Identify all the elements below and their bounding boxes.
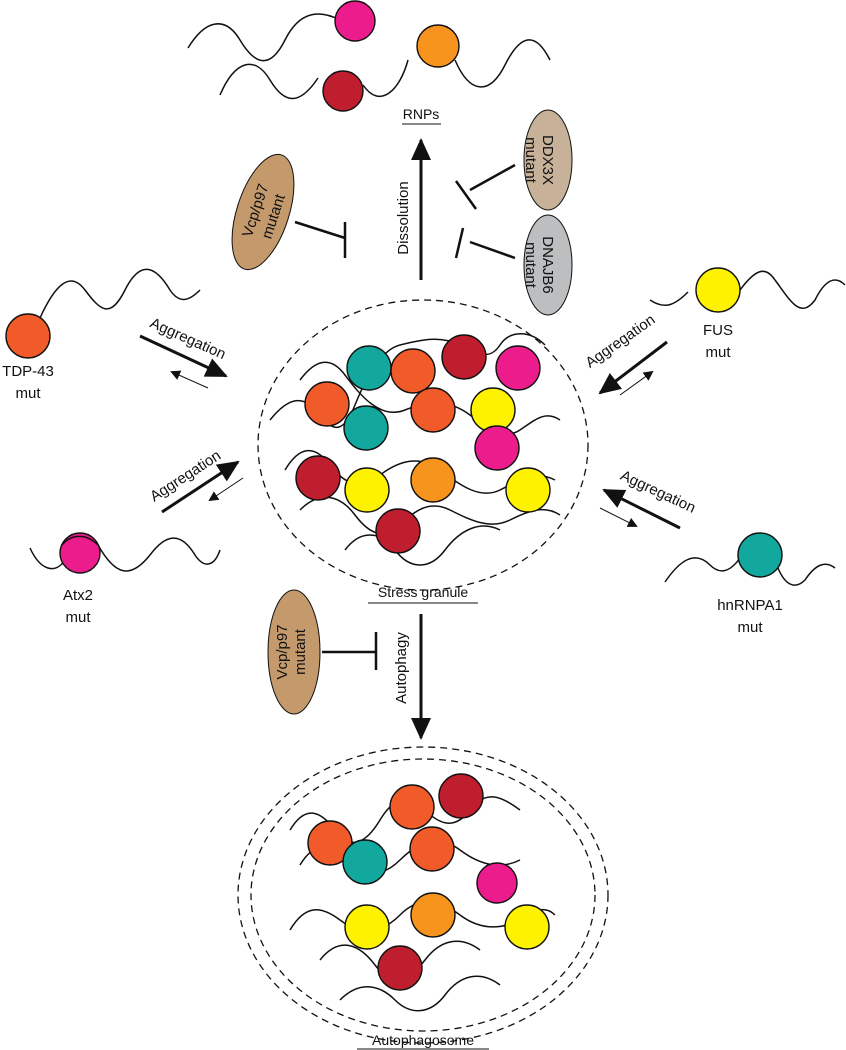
- atx2-mut-label: mut: [65, 609, 91, 626]
- hnrnpa1-bead: [737, 532, 783, 578]
- ddx3x-line2: mutant: [522, 137, 539, 184]
- sg-bead: [390, 348, 436, 394]
- tdp43-mutant: TDP-43 mut Aggregation: [2, 268, 228, 402]
- ap-bead: [476, 862, 518, 904]
- stress-granule-label: Stress granule: [378, 584, 468, 600]
- fus-reverse-arrow: [619, 370, 654, 396]
- ap-bead: [504, 904, 550, 950]
- sg-bead: [470, 387, 516, 433]
- sg-bead: [375, 508, 421, 554]
- rnp-magenta-bead: [334, 0, 376, 42]
- dnajb6-inhibitor: [454, 227, 516, 260]
- vcp-ellipse-top: [231, 153, 295, 271]
- dissolution-pathway: Dissolution: [395, 138, 431, 280]
- dnajb6-line2: mutant: [522, 242, 539, 289]
- tdp43-reverse-arrow: [170, 370, 209, 389]
- ap-bead: [342, 839, 388, 885]
- fus-mutant: FUS mut Aggregation: [582, 267, 846, 396]
- ap-bead: [344, 904, 390, 950]
- atx2-label: Atx2: [63, 587, 93, 604]
- autophagosome: Autophagosome: [237, 746, 609, 1050]
- sg-bead: [346, 345, 392, 391]
- sg-bead: [474, 425, 520, 471]
- dnajb6-ellipse: [523, 214, 573, 316]
- atx2-bead: [59, 532, 101, 574]
- tdp43-label: TDP-43: [2, 363, 54, 380]
- vcp-mutant-top: Vcp/p97 mutant: [231, 153, 347, 271]
- vcp-bottom-line2: mutant: [292, 628, 309, 675]
- autophagosome-label: Autophagosome: [372, 1032, 474, 1048]
- fus-aggregation-arrow: [598, 340, 668, 395]
- ddx3x-inhibitor: [454, 163, 516, 210]
- atx2-aggregation-arrow: [161, 460, 240, 514]
- autophagosome-outer-membrane: [237, 746, 609, 1044]
- vcp-bottom-inhibitor: [322, 632, 378, 670]
- autophagosome-inner-membrane: [250, 758, 596, 1032]
- ddx3x-ellipse: [523, 109, 573, 211]
- sg-bead: [343, 405, 389, 451]
- atx2-mutant: Atx2 mut Aggregation: [29, 447, 244, 626]
- ap-bead: [377, 945, 423, 991]
- ddx3x-line1: DDX3X: [539, 135, 556, 185]
- hnrnpa1-aggregation-label: Aggregation: [618, 467, 699, 517]
- tdp43-mut-label: mut: [15, 385, 41, 402]
- sg-bead: [495, 345, 541, 391]
- rnp-orange-bead: [416, 24, 460, 68]
- fus-label: FUS: [703, 322, 733, 339]
- hnrnpa1-mut-label: mut: [737, 619, 763, 636]
- dnajb6-line1: DNAJB6: [539, 236, 556, 294]
- tdp43-bead: [5, 313, 51, 359]
- vcp-mutant-bottom: Vcp/p97 mutant: [267, 589, 378, 715]
- sg-bead: [410, 387, 456, 433]
- fus-bead: [695, 267, 741, 313]
- autophagy-label: Autophagy: [393, 632, 410, 704]
- vcp-bottom-line1: Vcp/p97: [274, 624, 291, 679]
- ap-bead: [389, 784, 435, 830]
- autophagy-pathway: Autophagy: [393, 614, 431, 740]
- fus-mut-label: mut: [705, 344, 731, 361]
- hnrnpa1-aggregation-arrow: [602, 488, 681, 530]
- dissolution-label: Dissolution: [395, 181, 412, 254]
- sg-bead: [304, 381, 350, 427]
- sg-bead: [410, 457, 456, 503]
- rnps-label: RNPs: [403, 106, 440, 122]
- vcp-top-inhibitor: [294, 220, 347, 258]
- hnrnpa1-label: hnRNPA1: [717, 597, 783, 614]
- ap-bead: [410, 892, 456, 938]
- sg-bead: [344, 467, 390, 513]
- rnp-crimson-bead: [322, 70, 364, 112]
- stress-granule: Stress granule: [257, 299, 589, 604]
- ap-bead: [409, 826, 455, 872]
- tdp43-aggregation-label: Aggregation: [147, 315, 228, 363]
- ap-bead: [438, 773, 484, 819]
- sg-bead: [441, 334, 487, 380]
- hnrnpa1-reverse-arrow: [599, 507, 638, 527]
- vcp-ellipse-bottom: [267, 589, 321, 715]
- ap-bead: [307, 820, 353, 866]
- rnp-cluster: RNPs: [187, 0, 551, 125]
- fus-aggregation-label: Aggregation: [582, 311, 658, 371]
- dnajb6-mutant: DNAJB6 mutant: [454, 214, 573, 316]
- tdp43-aggregation-arrow: [139, 334, 228, 378]
- atx2-reverse-arrow: [208, 477, 244, 502]
- sg-bead: [295, 455, 341, 501]
- ddx3x-mutant: DDX3X mutant: [454, 109, 573, 211]
- sg-bead: [505, 467, 551, 513]
- stress-granule-boundary: [257, 299, 589, 591]
- hnrnpa1-mutant: hnRNPA1 mut Aggregation: [599, 467, 836, 636]
